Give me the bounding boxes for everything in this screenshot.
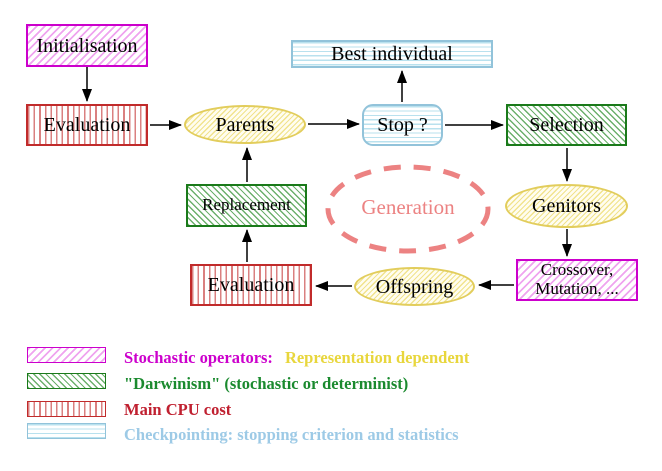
node-stop: Stop ? [362,104,443,146]
legend-item-stochastic: Stochastic operators: Representation depe… [124,348,469,368]
legend-label-cpu-cost: Main CPU cost [124,400,232,419]
node-parents: Parents [184,105,306,144]
node-evaluation-bottom: Evaluation [190,264,312,306]
legend-label-darwinism: "Darwinism" (stochastic or determinist) [124,374,409,393]
node-evaluation-top: Evaluation [26,104,148,146]
legend-swatch-checkpointing [27,423,106,439]
legend-swatch-stochastic-operators [27,347,106,363]
node-crossover-mutation: Crossover, Mutation, ... [516,259,638,301]
generation-label: Generation [361,195,455,219]
legend-swatch-cpu-cost [27,401,106,417]
legend-label-checkpointing: Checkpointing: stopping criterion and st… [124,425,459,444]
legend-label-representation-dependent: Representation dependent [284,348,470,367]
node-offspring: Offspring [354,267,475,306]
crossover-line1: Crossover, [540,260,614,280]
node-replacement: Replacement [186,184,307,227]
node-selection: Selection [506,104,627,146]
crossover-line2: Mutation, ... [535,279,619,298]
legend-label-stochastic-operators: Stochastic operators: [124,348,273,367]
node-best-individual: Best individual [291,40,493,68]
legend-swatch-darwinism [27,373,106,389]
node-genitors: Genitors [505,184,628,228]
node-initialisation: Initialisation [26,24,148,67]
